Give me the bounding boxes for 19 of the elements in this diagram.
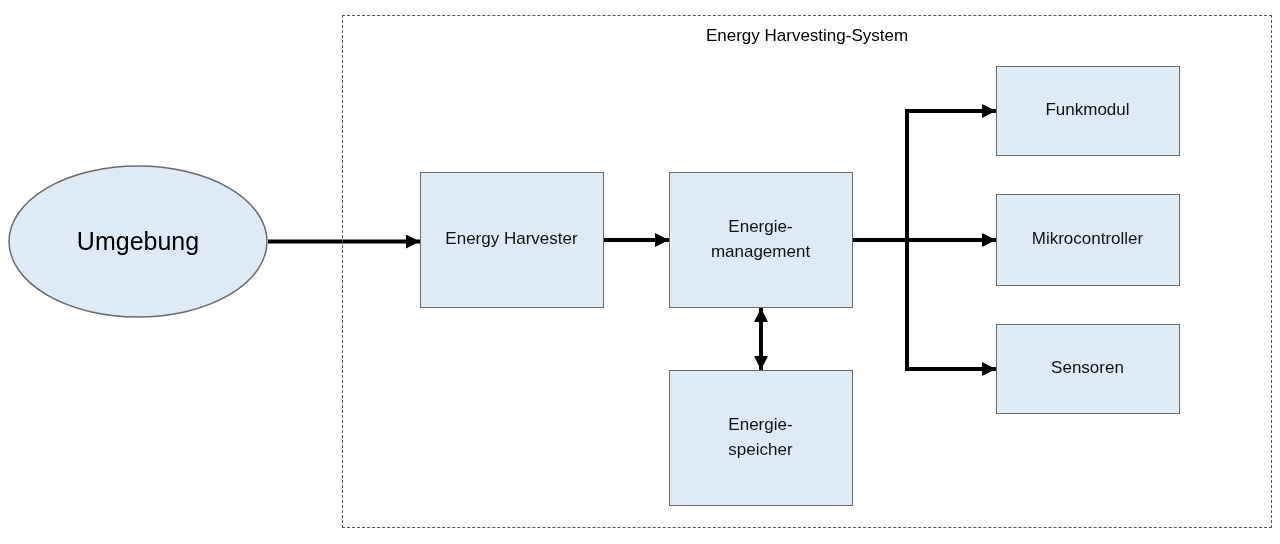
process-box xyxy=(668,171,853,308)
arrow xyxy=(754,308,768,370)
process-box xyxy=(668,369,853,506)
node-label: Funkmodul xyxy=(1044,99,1131,122)
process-box xyxy=(995,65,1180,156)
node-label: Energy Harvester xyxy=(444,228,579,251)
arrow xyxy=(604,233,669,247)
process-box xyxy=(419,171,604,308)
node-label: Energie- management xyxy=(709,215,812,263)
process-box xyxy=(995,193,1180,286)
node-label: Energie- speicher xyxy=(727,413,794,461)
process-box xyxy=(995,323,1180,414)
system-boundary xyxy=(342,15,1272,528)
node-label: Sensoren xyxy=(1050,357,1125,380)
node-label: Mikrocontroller xyxy=(1030,228,1145,251)
node-label: Umgebung xyxy=(76,227,200,256)
group-heading: Energy Harvesting-System xyxy=(705,26,909,46)
arrow xyxy=(853,238,996,376)
arrow xyxy=(268,234,420,249)
